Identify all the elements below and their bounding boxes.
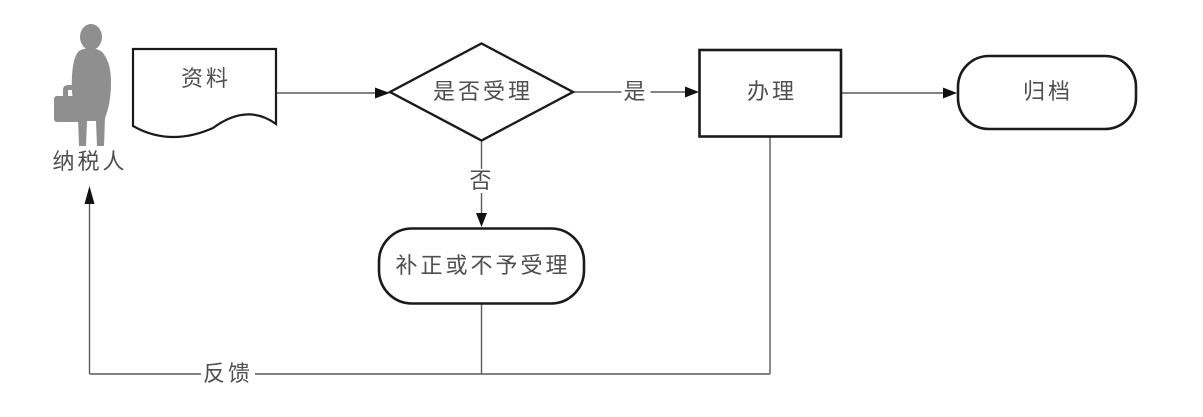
node-correct-label: 补正或不予受理 [395, 252, 571, 278]
node-archive-label: 归档 [1022, 78, 1074, 104]
edge-feedback-label: 反馈 [200, 360, 256, 387]
briefcase-handle [63, 85, 78, 97]
arrowhead-into-correct [476, 213, 487, 227]
arrowhead-into-process [685, 86, 699, 98]
node-process-label: 办理 [746, 78, 798, 104]
taxpayer-icon [54, 24, 111, 146]
briefcase-icon [54, 96, 85, 122]
node-decision-shape [387, 42, 576, 142]
node-archive-shape [956, 54, 1138, 131]
arrowhead-into-taxpayer [84, 186, 95, 204]
node-process-shape [698, 48, 843, 138]
node-decision-label: 是否受理 [432, 78, 534, 104]
arrowhead-into-archive [943, 87, 957, 99]
taxpayer-head [80, 24, 102, 50]
edge-no-label: 否 [467, 167, 497, 194]
node-document-label: 资料 [180, 65, 232, 91]
arrowheads [84, 86, 957, 227]
node-document-shape [131, 47, 278, 139]
taxpayer-label: 纳税人 [52, 148, 128, 174]
edge-yes-label: 是 [621, 78, 651, 105]
arrowhead-into-decision [375, 87, 390, 99]
node-correct-shape [377, 227, 586, 305]
